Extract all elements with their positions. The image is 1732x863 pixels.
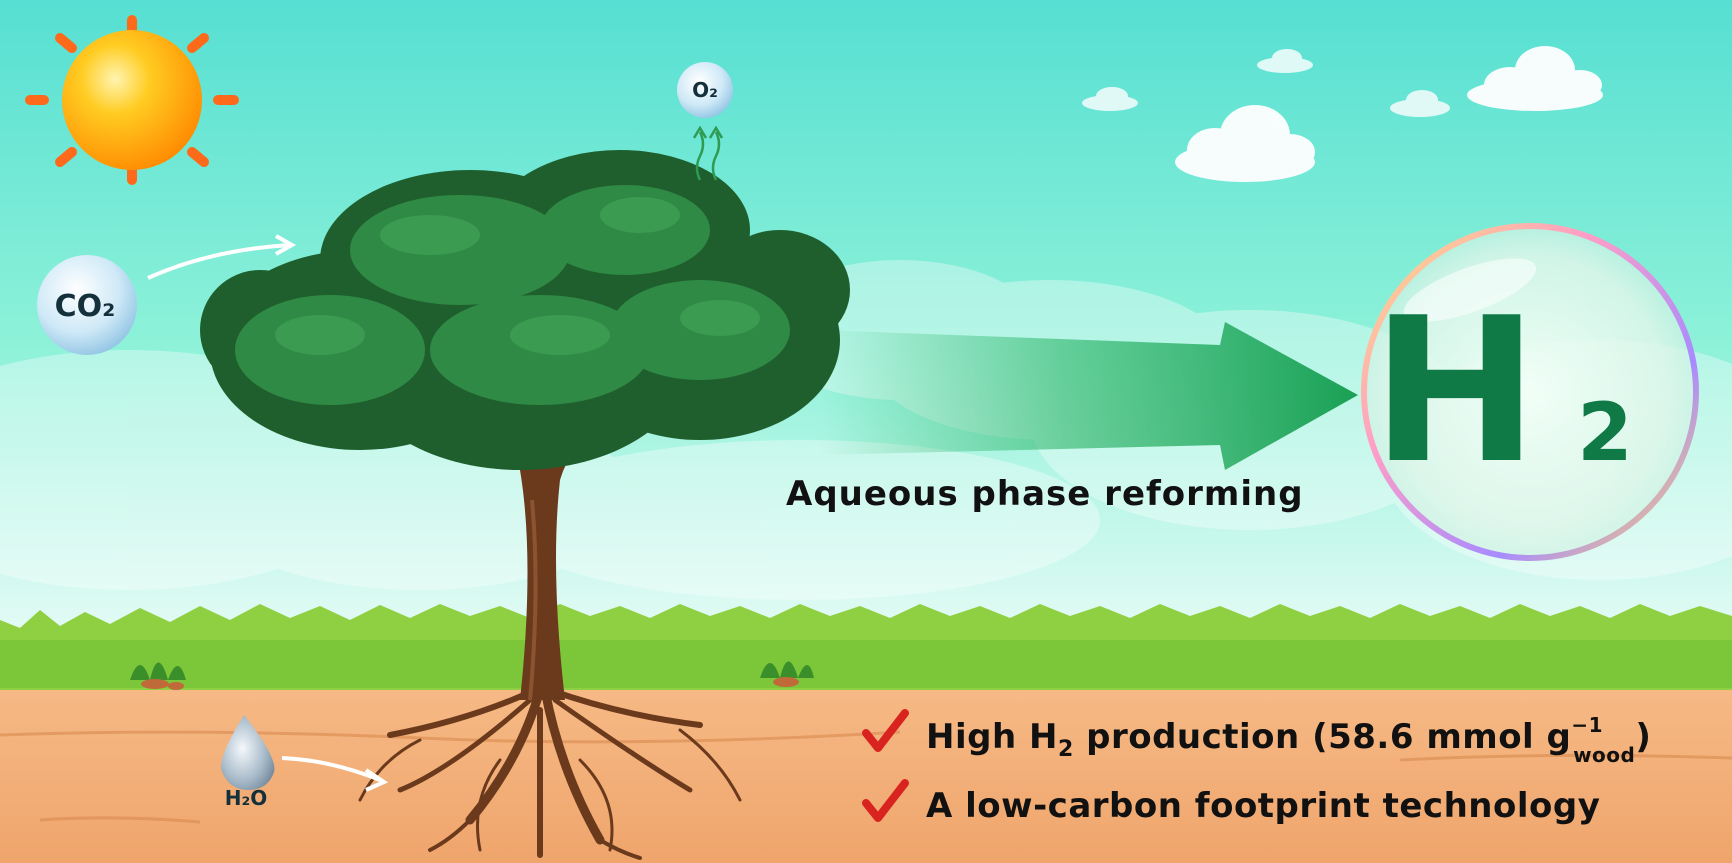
water-drop-icon: H₂O bbox=[220, 715, 389, 810]
co2-bubble: CO₂ bbox=[37, 234, 297, 355]
o2-label: O₂ bbox=[692, 78, 718, 102]
benefit-1-text: production (58.6 mmol g bbox=[1074, 717, 1572, 757]
grass-tuft-left bbox=[130, 662, 186, 690]
h2o-label: H₂O bbox=[225, 786, 268, 810]
benefit-item-2: A low-carbon footprint technology bbox=[862, 779, 1600, 826]
check-icon bbox=[862, 779, 909, 822]
o2-bubble: O₂ bbox=[677, 62, 733, 181]
grass-tuft-right bbox=[760, 661, 814, 687]
soil-ground bbox=[0, 690, 1732, 863]
h2-product-subscript: 2 bbox=[1577, 386, 1633, 479]
arrow-icon bbox=[820, 322, 1358, 470]
benefit-1-sup: −1 bbox=[1571, 713, 1603, 737]
h2-product-main: H bbox=[1371, 275, 1538, 508]
soil-cracks bbox=[0, 730, 1732, 824]
co2-label: CO₂ bbox=[55, 289, 116, 324]
benefit-item-1: High H2 production (58.6 mmol g−1 wood) bbox=[862, 709, 1651, 767]
bubble-icon: H 2 bbox=[1361, 223, 1699, 561]
svg-text:High H2 production (58.6 mmol: High H2 production (58.6 mmol g−1 wood) bbox=[926, 713, 1651, 767]
cloud-icon bbox=[1082, 46, 1603, 182]
tree-icon bbox=[200, 150, 850, 860]
benefit-1-suffix: ) bbox=[1635, 717, 1651, 757]
check-icon bbox=[862, 709, 909, 752]
benefit-1-prefix: High H bbox=[926, 717, 1058, 757]
sun-icon bbox=[25, 15, 239, 185]
benefit-2-text: A low-carbon footprint technology bbox=[926, 786, 1600, 826]
benefit-1-subscript: wood bbox=[1573, 743, 1635, 767]
process-label: Aqueous phase reforming bbox=[786, 474, 1304, 514]
benefit-1-sub: 2 bbox=[1058, 737, 1074, 762]
grass-strip bbox=[0, 604, 1732, 700]
